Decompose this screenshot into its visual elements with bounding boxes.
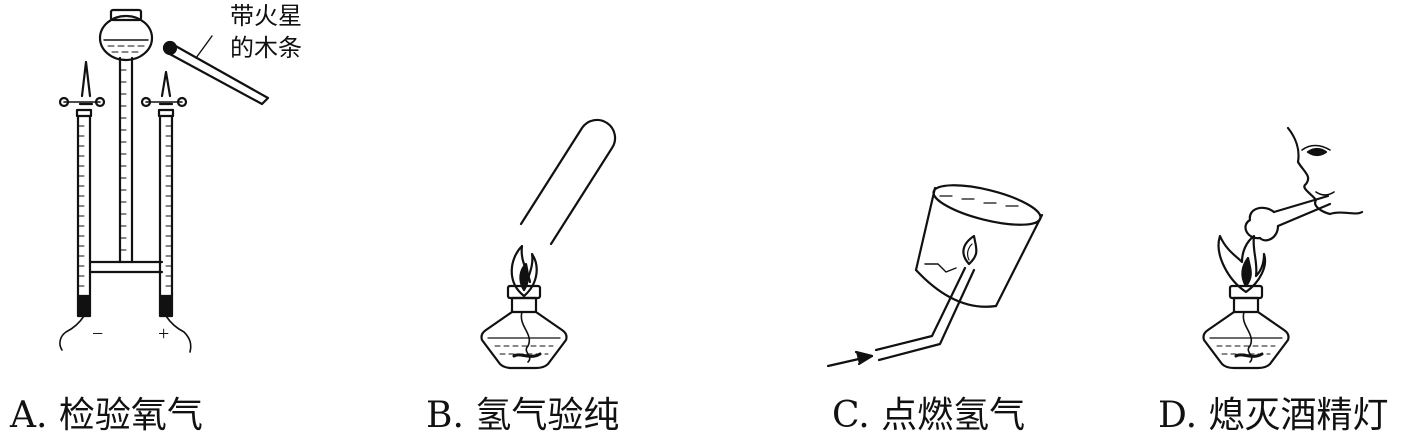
option-c-letter: C.: [832, 395, 870, 436]
option-a-caption: 检验氧气: [58, 395, 203, 436]
splint-label-line-2: 的木条: [230, 34, 302, 62]
minus-sign: −: [92, 323, 103, 345]
splint-label-line-1: 带火星: [230, 2, 302, 30]
face: [1288, 128, 1362, 214]
alcohol-lamp: [482, 286, 567, 368]
right-graduated-tube: [142, 72, 191, 352]
option-c-label: C. 点燃氢气: [832, 396, 1025, 436]
option-b-label: B. 氢气验纯: [426, 396, 619, 436]
tube-flame: [963, 236, 976, 264]
alcohol-lamp-d: [1204, 286, 1289, 368]
option-d-label: D. 熄灭酒精灯: [1158, 396, 1389, 436]
lamp-flame: [1219, 236, 1265, 292]
option-a-letter: A.: [10, 395, 48, 436]
option-d-letter: D.: [1158, 395, 1198, 436]
option-c-caption: 点燃氢气: [881, 395, 1026, 436]
glowing-splint: [164, 36, 268, 104]
reservoir-bulb: [100, 10, 152, 60]
panel-b-purity-test: [482, 120, 616, 368]
center-tube: [120, 58, 132, 262]
inverted-beaker: [916, 177, 1044, 307]
plus-sign: +: [158, 323, 169, 345]
connector-pipe: [90, 262, 162, 272]
option-a-label: A. 检验氧气: [10, 396, 203, 436]
option-b-caption: 氢气验纯: [475, 395, 620, 436]
delivery-tube: [828, 268, 974, 366]
test-tube: [521, 120, 615, 244]
option-d-caption: 熄灭酒精灯: [1208, 395, 1389, 436]
flame: [512, 246, 537, 296]
breath-puff: [1245, 196, 1330, 240]
left-graduated-tube: [60, 62, 104, 350]
panel-c-igniting-hydrogen: [828, 177, 1044, 366]
option-b-letter: B.: [426, 395, 464, 436]
panel-a-electrolysis-apparatus: [60, 10, 268, 352]
panel-d-blowing-out-lamp: [1204, 128, 1363, 368]
